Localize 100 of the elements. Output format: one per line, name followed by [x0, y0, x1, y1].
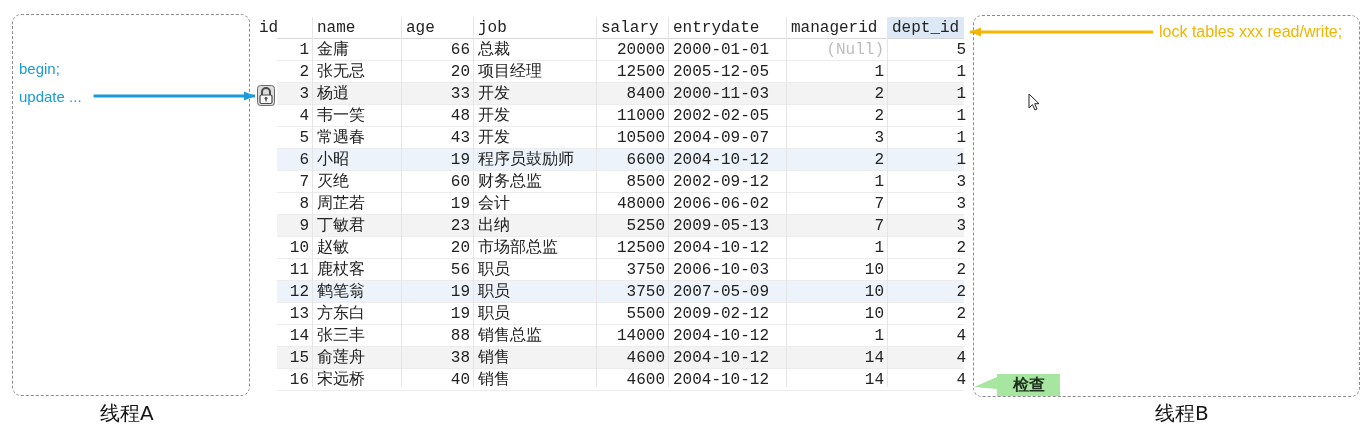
data-value: 1: [955, 84, 967, 105]
data-value: 出纳: [477, 216, 511, 237]
data-value: 2004-10-12: [672, 150, 770, 171]
data-value: 14: [863, 348, 885, 369]
data-value: 20000: [616, 40, 666, 61]
data-value: 14: [863, 370, 885, 391]
data-value: 9: [298, 216, 310, 237]
data-value: 周芷若: [316, 194, 366, 215]
data-value: 职员: [477, 304, 511, 325]
data-value: 48000: [616, 194, 666, 215]
data-value: 12: [288, 282, 310, 303]
data-value: 13: [288, 304, 310, 325]
data-value: 48: [449, 106, 471, 127]
data-value: 1: [955, 150, 967, 171]
data-value: 11000: [616, 106, 666, 127]
data-value: 丁敏君: [316, 216, 366, 237]
data-value: 张三丰: [316, 326, 366, 347]
data-value: 韦一笑: [316, 106, 366, 127]
data-value: 财务总监: [477, 172, 543, 193]
data-value: 19: [449, 304, 471, 325]
data-value: 20: [449, 62, 471, 83]
data-value: 88: [449, 326, 471, 347]
arrow: [93, 91, 255, 101]
data-value: 56: [449, 260, 471, 281]
data-value: 23: [449, 216, 471, 237]
data-value: 宋远桥: [316, 369, 366, 391]
data-value: 10500: [616, 128, 666, 149]
arrow: [970, 27, 1153, 37]
data-value: 5500: [625, 304, 666, 325]
data-value: 7: [873, 216, 885, 237]
column-header: age: [405, 18, 436, 39]
code-line: update ...: [19, 87, 82, 107]
data-value: 2002-02-05: [672, 106, 770, 127]
data-value: 小昭: [316, 150, 350, 171]
data-value: 2: [955, 260, 967, 281]
data-value: 开发: [477, 84, 511, 105]
data-value: 10: [863, 282, 885, 303]
data-value: 会计: [477, 194, 511, 215]
data-value: 2002-09-12: [672, 172, 770, 193]
data-value: 8500: [625, 172, 666, 193]
data-value: 鹿杖客: [316, 259, 366, 281]
data-value: 4600: [625, 348, 666, 369]
data-value: 职员: [477, 260, 511, 281]
data-value: 杨逍: [316, 84, 350, 105]
data-value: 2000-01-01: [672, 40, 770, 61]
data-value: 40: [449, 370, 471, 391]
data-value: 2007-05-09: [672, 282, 770, 303]
code-text: lock tables xxx read/write;: [1153, 22, 1343, 42]
data-value: 1: [955, 128, 967, 149]
data-value: 20: [449, 238, 471, 259]
speech-bubble: [974, 373, 1060, 397]
data-value: 2: [955, 282, 967, 303]
data-value: 66: [449, 40, 471, 61]
data-value: 项目经理: [477, 62, 543, 83]
data-value: 12500: [616, 238, 666, 259]
data-value: 赵敏: [316, 238, 350, 259]
data-value: 2: [873, 84, 885, 105]
data-value: 3: [298, 84, 310, 105]
column-header: entrydate: [672, 18, 761, 39]
data-value: 2004-10-12: [672, 370, 770, 391]
data-value: 2: [298, 62, 310, 83]
data-value: 1: [873, 238, 885, 259]
data-value: 2004-10-12: [672, 326, 770, 347]
data-value: 6600: [625, 150, 666, 171]
data-value: 2009-05-13: [672, 216, 770, 237]
data-value: 2004-09-07: [672, 128, 770, 149]
data-value: 19: [449, 194, 471, 215]
data-value: 2006-10-03: [672, 260, 770, 281]
data-value: 张无忌: [316, 62, 366, 83]
data-value: 俞莲舟: [316, 347, 366, 369]
data-value: 43: [449, 128, 471, 149]
data-value: 15: [288, 348, 310, 369]
data-value: 4: [955, 370, 967, 391]
data-value: 1: [873, 62, 885, 83]
data-value: 10: [288, 238, 310, 259]
thread-label: 线程A: [100, 400, 154, 426]
data-value: 3: [955, 194, 967, 215]
data-value: 2: [873, 150, 885, 171]
data-value: 19: [449, 150, 471, 171]
thread-label: 线程B: [1155, 400, 1209, 426]
data-value: 6: [298, 150, 310, 171]
data-value: 7: [873, 194, 885, 215]
data-value: 灭绝: [316, 172, 350, 193]
data-value: 1: [873, 172, 885, 193]
data-value: 1: [873, 326, 885, 347]
data-value: 金庸: [316, 39, 350, 61]
data-value: 1: [955, 106, 967, 127]
data-value: 市场部总监: [477, 237, 559, 259]
data-value: 10: [863, 304, 885, 325]
data-value: 19: [449, 282, 471, 303]
data-value: 14000: [616, 326, 666, 347]
data-value: 8400: [625, 84, 666, 105]
data-value: 12500: [616, 62, 666, 83]
data-value: 1: [955, 62, 967, 83]
data-value: 3750: [625, 282, 666, 303]
data-value: 鹤笔翁: [316, 282, 366, 303]
data-value: 7: [298, 172, 310, 193]
data-value: 开发: [477, 128, 511, 149]
data-value: 38: [449, 348, 471, 369]
null-value: (Null): [825, 40, 885, 61]
